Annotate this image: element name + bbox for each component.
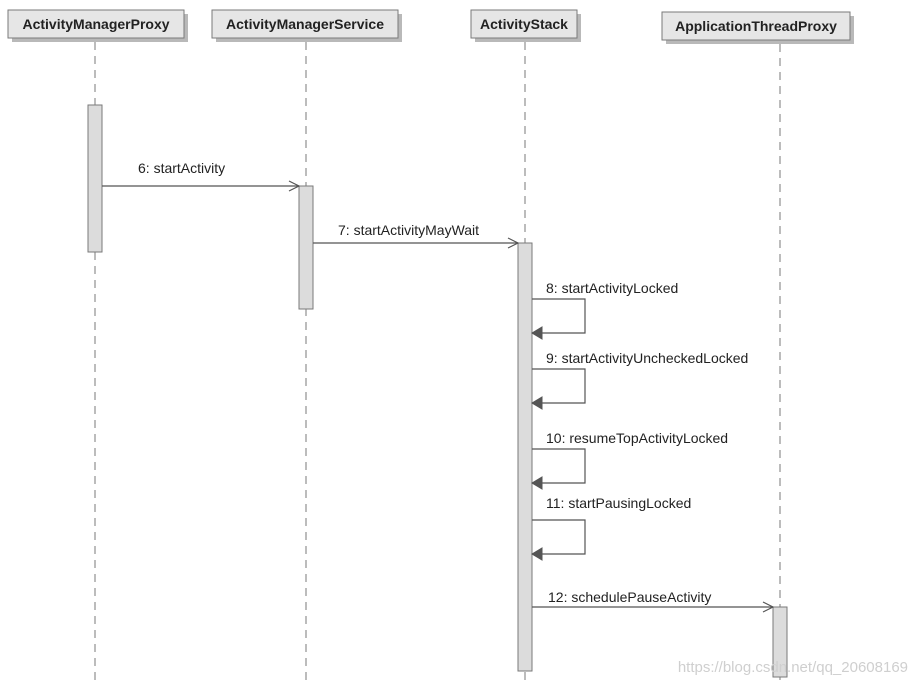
participant-application-thread-proxy: ApplicationThreadProxy — [661, 11, 854, 44]
message-label: 7: startActivityMayWait — [338, 222, 479, 238]
open-arrow-head — [288, 180, 301, 192]
message-label: 8: startActivityLocked — [546, 280, 678, 296]
participant-label: ApplicationThreadProxy — [675, 18, 837, 34]
message-label: 11: startPausingLocked — [546, 495, 691, 511]
message-label: 12: schedulePauseActivity — [548, 589, 711, 605]
filled-arrow-head — [531, 547, 543, 561]
message-start-pausing-locked: 11: startPausingLocked — [531, 495, 691, 561]
participant-activity-manager-proxy: ActivityManagerProxy — [7, 9, 188, 42]
open-arrow-head — [762, 601, 775, 613]
message-label: 10: resumeTopActivityLocked — [546, 430, 728, 446]
participant-activity-manager-service: ActivityManagerService — [211, 9, 402, 42]
message-label: 6: startActivity — [138, 160, 225, 176]
filled-arrow-head — [531, 326, 543, 340]
message-start-activity-unchecked-locked: 9: startActivityUncheckedLocked — [531, 350, 748, 410]
activation-bar-activity-manager-proxy — [87, 104, 103, 253]
filled-arrow-head — [531, 396, 543, 410]
activation-bar-application-thread-proxy — [772, 606, 788, 678]
participant-label: ActivityManagerProxy — [22, 16, 169, 32]
participant-activity-stack: ActivityStack — [470, 9, 581, 42]
participant-label: ActivityManagerService — [226, 16, 384, 32]
filled-arrow-head — [531, 476, 543, 490]
message-label: 9: startActivityUncheckedLocked — [546, 350, 748, 366]
message-start-activity-may-wait: 7: startActivityMayWait — [313, 222, 520, 249]
open-arrow-head — [507, 237, 520, 249]
message-resume-top-activity-locked: 10: resumeTopActivityLocked — [531, 430, 728, 490]
message-schedule-pause-activity: 12: schedulePauseActivity — [532, 589, 775, 613]
activation-bar-activity-manager-service — [298, 185, 314, 310]
participant-label: ActivityStack — [480, 16, 568, 32]
message-start-activity: 6: startActivity — [102, 160, 301, 192]
activation-bar-activity-stack — [517, 242, 533, 672]
watermark: https://blog.csdn.net/qq_20608169 — [678, 659, 908, 676]
message-start-activity-locked: 8: startActivityLocked — [531, 280, 678, 340]
